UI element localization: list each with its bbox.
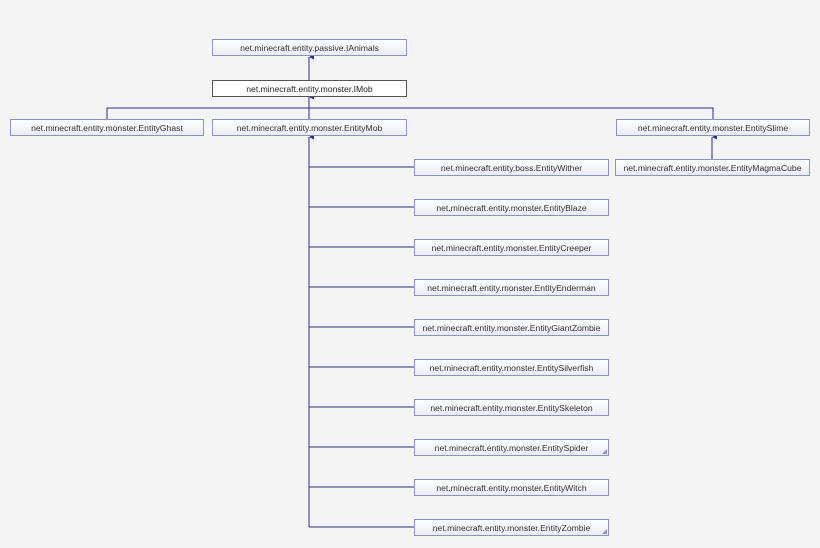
node-label: net.minecraft.entity.monster.EntityGiant… (422, 322, 601, 333)
node-entity-giant-zombie[interactable]: net.minecraft.entity.monster.EntityGiant… (414, 319, 609, 336)
node-label: net.minecraft.entity.monster.EntitySkele… (430, 402, 593, 413)
node-entity-spider[interactable]: net.minecraft.entity.monster.EntitySpide… (414, 439, 609, 456)
node-label: net.minecraft.entity.monster.EntityZombi… (432, 522, 591, 533)
node-entity-ghast[interactable]: net.minecraft.entity.monster.EntityGhast (10, 119, 204, 136)
node-entity-enderman[interactable]: net.minecraft.entity.monster.EntityEnder… (414, 279, 609, 296)
node-label: net.minecraft.entity.monster.IMob (246, 83, 373, 94)
node-entity-slime[interactable]: net.minecraft.entity.monster.EntitySlime (616, 119, 810, 136)
node-label: net.minecraft.entity.boss.EntityWither (440, 162, 583, 173)
node-ianimals[interactable]: net.minecraft.entity.passive.IAnimals (212, 39, 407, 56)
node-label: net.minecraft.entity.monster.EntityWitch (436, 482, 587, 493)
node-entity-creeper[interactable]: net.minecraft.entity.monster.EntityCreep… (414, 239, 609, 256)
node-label: net.minecraft.entity.monster.EntitySlime (637, 122, 789, 133)
node-entity-skeleton[interactable]: net.minecraft.entity.monster.EntitySkele… (414, 399, 609, 416)
node-label: net.minecraft.entity.passive.IAnimals (240, 42, 379, 53)
node-label: net.minecraft.entity.monster.EntitySpide… (434, 442, 589, 453)
node-entity-mob[interactable]: net.minecraft.entity.monster.EntityMob (212, 119, 407, 136)
node-label: net.minecraft.entity.monster.EntityCreep… (431, 242, 592, 253)
edge-subclasses-to-imob (106, 107, 714, 119)
collapsed-fold-icon (602, 529, 607, 534)
node-entity-silverfish[interactable]: net.minecraft.entity.monster.EntitySilve… (414, 359, 609, 376)
node-imob: net.minecraft.entity.monster.IMob (212, 80, 407, 97)
node-label: net.minecraft.entity.monster.EntityMagma… (623, 162, 802, 173)
node-entity-magma-cube[interactable]: net.minecraft.entity.monster.EntityMagma… (615, 159, 810, 176)
node-label: net.minecraft.entity.monster.EntityEnder… (427, 282, 596, 293)
node-label: net.minecraft.entity.monster.EntityBlaze (436, 202, 587, 213)
node-entity-blaze[interactable]: net.minecraft.entity.monster.EntityBlaze (414, 199, 609, 216)
node-label: net.minecraft.entity.monster.EntityMob (236, 122, 383, 133)
node-entity-witch[interactable]: net.minecraft.entity.monster.EntityWitch (414, 479, 609, 496)
node-label: net.minecraft.entity.monster.EntitySilve… (429, 362, 594, 373)
collapsed-fold-icon (602, 449, 607, 454)
edge-mob-branches (309, 166, 414, 528)
node-entity-zombie[interactable]: net.minecraft.entity.monster.EntityZombi… (414, 519, 609, 536)
node-label: net.minecraft.entity.monster.EntityGhast (31, 122, 183, 133)
node-entity-wither[interactable]: net.minecraft.entity.boss.EntityWither (414, 159, 609, 176)
